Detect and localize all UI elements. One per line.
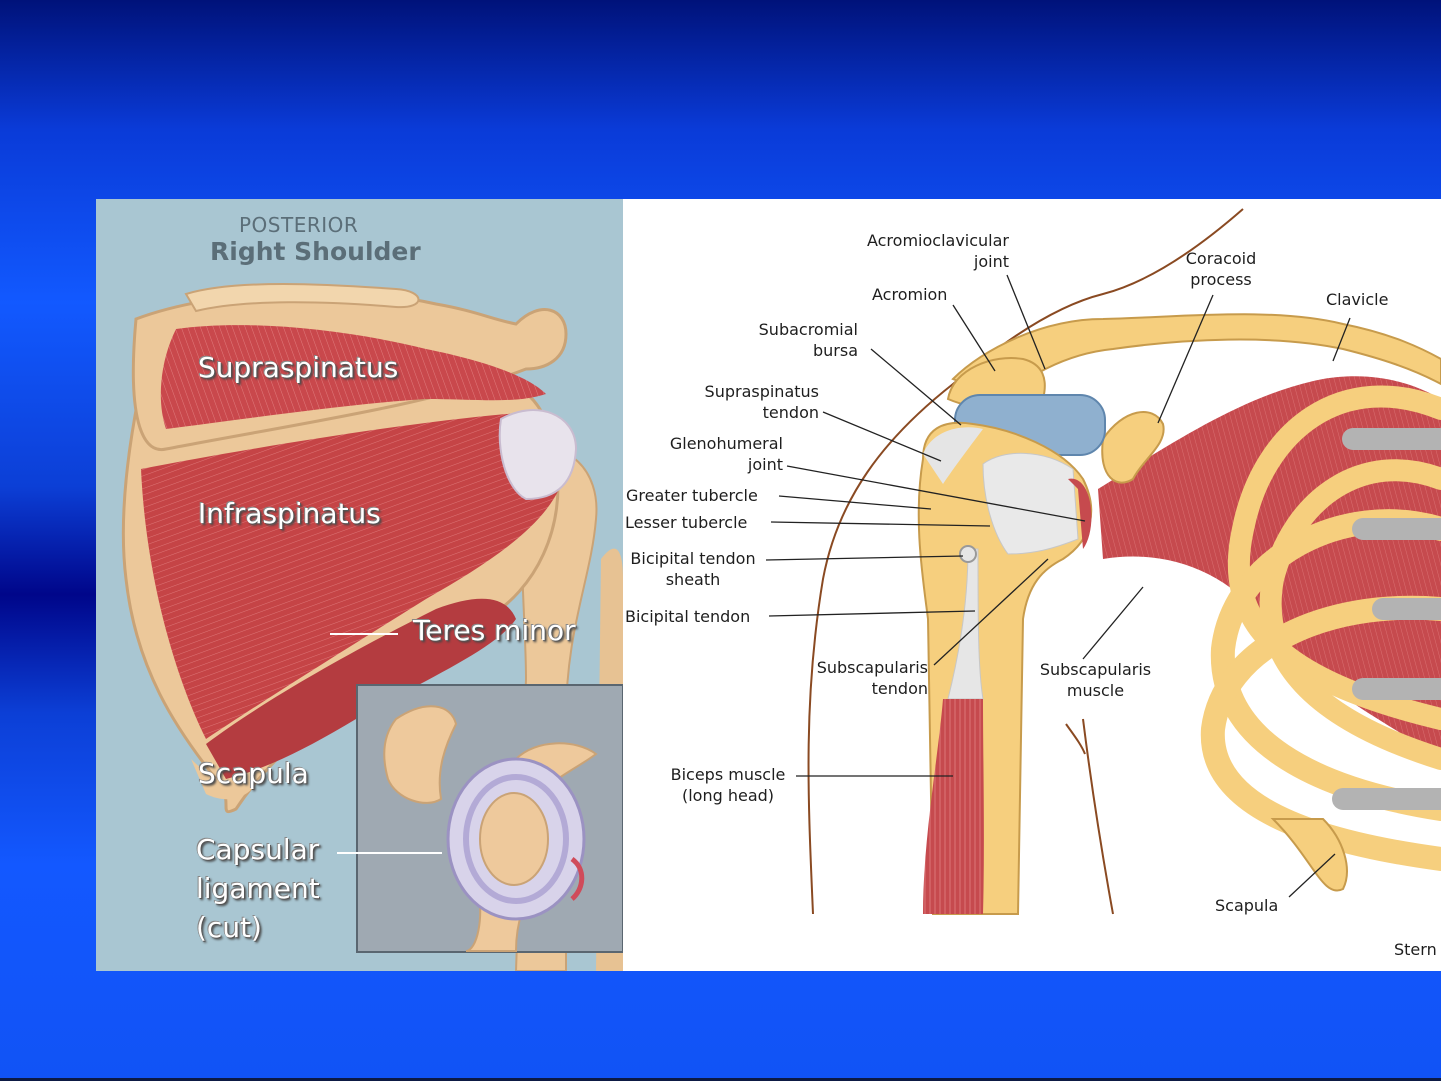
sternum-label-partial: Stern xyxy=(1394,940,1437,959)
leader-bicipital-sheath xyxy=(765,555,964,561)
leader-lesser-tubercle xyxy=(770,521,991,527)
axilla-outline xyxy=(1082,718,1114,915)
bicipital-sheath-line2: sheath xyxy=(665,570,721,589)
leader-greater-tubercle xyxy=(778,495,932,510)
subacromial-bursa-label: Subacromial bursa xyxy=(728,319,858,361)
acromioclavicular-joint-label: Acromioclavicular joint xyxy=(841,230,1009,272)
acromion-label: Acromion xyxy=(872,285,948,304)
clavicle-label: Clavicle xyxy=(1326,290,1389,309)
rotator-cuff-tendon xyxy=(498,409,578,501)
bicipital-tendon-label: Bicipital tendon xyxy=(625,607,751,626)
supraspinatus-tendon xyxy=(923,427,983,484)
bicipital-tendon-sheath xyxy=(959,545,977,563)
leader-scapula xyxy=(1288,853,1336,898)
subscapularis-muscle-line1: Subscapularis xyxy=(1039,660,1152,679)
subscapularis-tendon-line1: Subscapularis xyxy=(816,658,928,677)
clavicle-bone xyxy=(951,313,1441,401)
coracoid-line2: process xyxy=(1190,270,1252,289)
leader-subacromial-bursa xyxy=(870,348,962,426)
biceps-line2: (long head) xyxy=(681,786,775,805)
supraspinatus-muscle xyxy=(160,325,546,429)
inset-cut-edge xyxy=(570,856,585,901)
acromioclavicular-line2: joint xyxy=(973,252,1009,271)
clavicle-top xyxy=(184,283,420,313)
slide-bottom-border xyxy=(0,1078,1441,1081)
glenohumeral-joint-label: Glenohumeral joint xyxy=(643,433,783,475)
anterior-shoulder-drawing xyxy=(765,208,1441,915)
capsular-label-line1: Capsular xyxy=(196,833,320,866)
scapula-inferior-angle xyxy=(191,759,256,800)
supraspinatus-tendon-line2: tendon xyxy=(762,403,819,422)
subscapularis-muscle-label: Subscapularis muscle xyxy=(1028,659,1163,701)
leader-acromioclavicular xyxy=(1006,274,1046,370)
leader-clavicle xyxy=(1332,317,1351,362)
glenohumeral-line2: joint xyxy=(747,455,783,474)
lesser-tubercle-label: Lesser tubercle xyxy=(625,513,748,532)
inset-glenoid xyxy=(479,792,549,886)
bicipital-sheath-line1: Bicipital tendon xyxy=(630,549,756,568)
scapula-label-left: Scapula xyxy=(198,757,309,790)
coracoid-bone xyxy=(1101,411,1165,484)
axilla-fold xyxy=(1065,723,1086,755)
supraspinatus-tendon-label: Supraspinatus tendon xyxy=(679,381,819,423)
greater-tubercle-label: Greater tubercle xyxy=(626,486,758,505)
leader-supraspinatus-tendon xyxy=(822,411,942,462)
subscapularis-muscle-line2: muscle xyxy=(1066,681,1125,700)
coracoid-process-label: Coracoid process xyxy=(1171,248,1271,290)
inset-drawing xyxy=(383,705,598,952)
capsular-label-line3: (cut) xyxy=(196,911,262,944)
illustration-title: Right Shoulder xyxy=(210,237,421,266)
infraspinatus-muscle xyxy=(141,413,566,739)
bicipital-tendon-sheath-label: Bicipital tendon sheath xyxy=(623,548,763,590)
leader-acromion xyxy=(952,304,996,372)
biceps-line1: Biceps muscle xyxy=(670,765,786,784)
inset-labrum xyxy=(463,774,569,904)
view-label: POSTERIOR xyxy=(239,213,359,237)
posterior-shoulder-illustration: POSTERIOR Right Shoulder Supraspinatus I… xyxy=(96,199,623,971)
acromioclavicular-line1: Acromioclavicular xyxy=(866,231,1009,250)
teres-minor-label: Teres minor xyxy=(413,614,576,647)
rib-1 xyxy=(1227,385,1441,730)
coracoid-line1: Coracoid xyxy=(1185,249,1257,268)
biceps-muscle xyxy=(923,699,984,914)
inset-acromion xyxy=(383,705,458,804)
supraspinatus-tendon-line1: Supraspinatus xyxy=(704,382,819,401)
leader-coracoid xyxy=(1157,294,1214,424)
leader-bicipital-tendon xyxy=(768,610,976,617)
biceps-muscle-label: Biceps muscle (long head) xyxy=(658,764,798,806)
anterior-shoulder-illustration: Acromioclavicular joint Acromion Coracoi… xyxy=(623,199,1441,971)
capsular-label-line2: ligament xyxy=(196,872,320,905)
leader-lines xyxy=(765,274,1351,898)
subacromial-line1: Subacromial xyxy=(758,320,858,339)
scapula-label-right: Scapula xyxy=(1215,896,1279,915)
subacromial-line2: bursa xyxy=(812,341,858,360)
leader-subscapularis-muscle xyxy=(1082,586,1144,660)
glenohumeral-line1: Glenohumeral xyxy=(669,434,783,453)
leader-subscapularis-tendon xyxy=(933,558,1049,666)
leader-glenohumeral-joint xyxy=(786,465,1086,522)
subscapularis-tendon-line2: tendon xyxy=(871,679,928,698)
subscapularis-tendon xyxy=(982,452,1079,555)
scapula-bone-right xyxy=(1270,818,1348,892)
rib-3 xyxy=(1210,509,1441,821)
supraspinatus-label: Supraspinatus xyxy=(198,351,399,384)
posterior-shoulder-drawing xyxy=(121,283,623,971)
subscapularis-tendon-label: Subscapularis tendon xyxy=(798,657,928,699)
rib-2 xyxy=(1259,459,1441,770)
infraspinatus-label: Infraspinatus xyxy=(198,497,381,530)
subscapularis-tendon-edge xyxy=(1068,478,1092,549)
body-outline xyxy=(807,208,1244,915)
